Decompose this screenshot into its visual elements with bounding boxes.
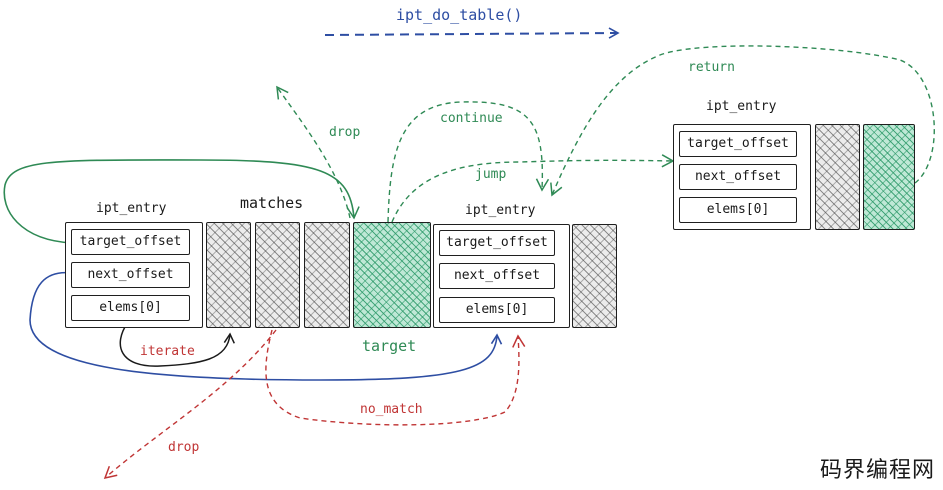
entry1-target-offset: target_offset	[71, 229, 190, 255]
entry3-target-cell	[863, 124, 915, 230]
edge-drop-top	[276, 85, 351, 219]
iterate-label: iterate	[140, 344, 195, 359]
matches-label: matches	[240, 194, 304, 212]
entry3-target-offset: target_offset	[679, 131, 797, 157]
entry2-next-offset: next_offset	[439, 263, 555, 289]
continue-label: continue	[440, 111, 503, 126]
return-label: return	[688, 60, 735, 75]
match-cell-2	[255, 222, 300, 328]
entry3-elems: elems[0]	[679, 197, 797, 223]
entry1-next-offset: next_offset	[71, 262, 190, 288]
edge-continue	[387, 101, 550, 223]
match-cell-1	[206, 222, 251, 328]
drop-bottom-label: drop	[168, 440, 200, 455]
edge-drop-bottom	[103, 329, 277, 480]
entry3-label: ipt_entry	[706, 99, 777, 114]
entry3-next-offset: next_offset	[679, 164, 797, 190]
entry2-target-offset: target_offset	[439, 230, 555, 256]
title-label: ipt_do_table()	[396, 6, 523, 24]
no-match-label: no_match	[360, 402, 423, 417]
title-arrow	[324, 27, 620, 39]
entry3-match-cell	[815, 124, 860, 230]
edge-next-offset-to-entry2	[29, 271, 503, 381]
entry2-label: ipt_entry	[465, 203, 536, 218]
jump-label: jump	[475, 167, 507, 182]
entry1-label: ipt_entry	[96, 201, 167, 216]
target-cell	[353, 222, 431, 328]
edge-jump	[391, 154, 675, 223]
entry2-elems: elems[0]	[439, 297, 555, 323]
match-cell-3	[304, 222, 350, 328]
edge-iterate	[119, 321, 235, 367]
entry2-trailing-cell	[572, 224, 617, 328]
edge-target-offset-to-target	[3, 159, 360, 244]
edge-no-match	[265, 329, 526, 426]
target-label: target	[362, 337, 417, 355]
edge-return	[550, 45, 935, 197]
watermark: 码界编程网	[819, 458, 935, 483]
drop-top-label: drop	[329, 125, 361, 140]
entry1-elems: elems[0]	[71, 295, 190, 321]
